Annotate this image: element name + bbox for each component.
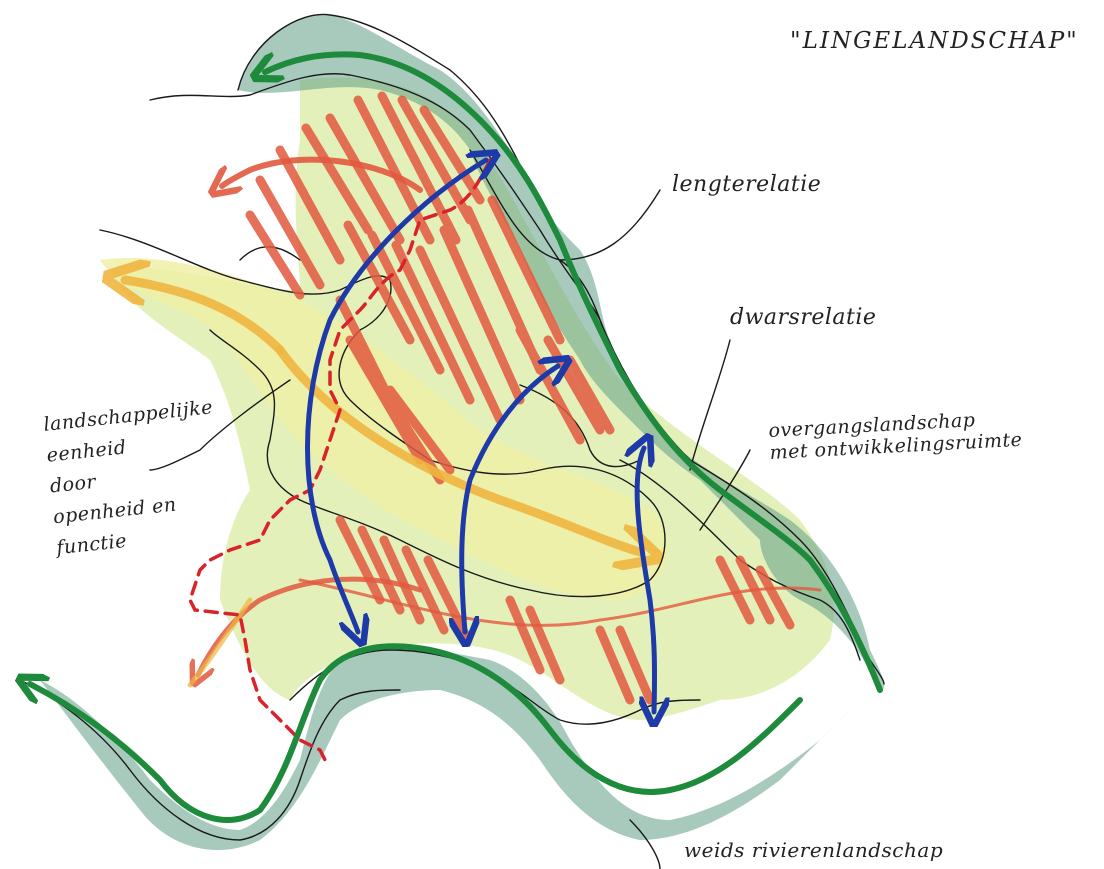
label-landschappelijke-eenheid: landschappelijke eenheid door openheid e… [42,390,247,564]
label-weids-rivierenlandschap: weids rivierenlandschap [684,838,943,862]
sketch-title: "LINGELANDSCHAP" [790,28,1079,54]
label-lengterelatie: lengterelatie [672,172,821,197]
label-dwarsrelatie: dwarsrelatie [730,305,876,330]
